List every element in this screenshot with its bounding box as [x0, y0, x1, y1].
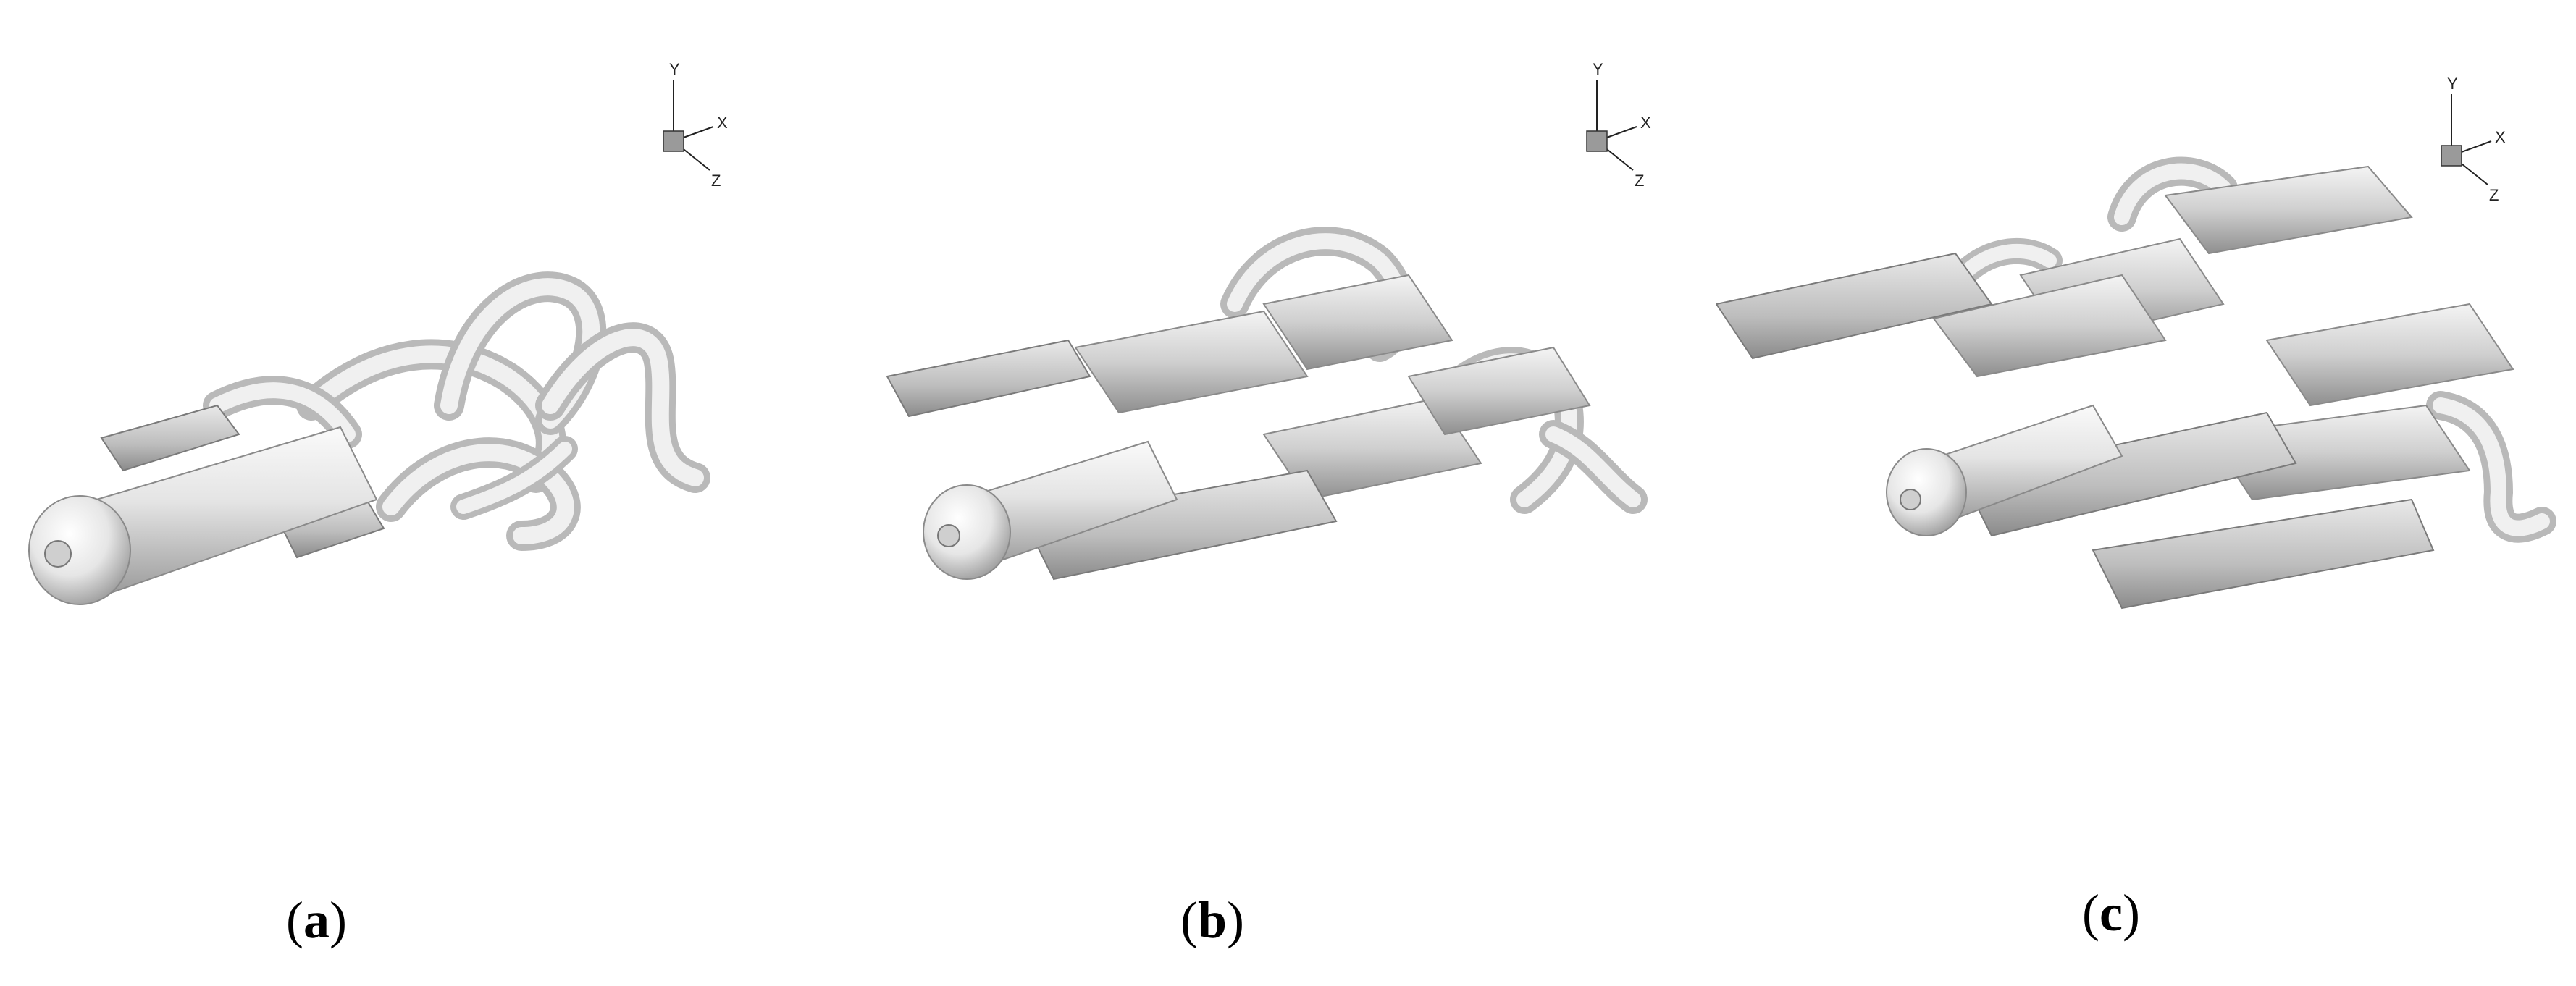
- axis-label-y: Y: [1593, 60, 1603, 78]
- caption-letter: c: [2099, 884, 2123, 942]
- caption-letter: a: [303, 891, 330, 949]
- panel-a: Y X Z (a): [0, 0, 858, 986]
- caption-c: (c): [2082, 887, 2140, 939]
- body-cylinder: [1886, 404, 2123, 536]
- vortex-isosurface-render-b: Y X Z: [886, 60, 1651, 581]
- panel-b: Y X Z (b): [858, 0, 1716, 986]
- caption-open-paren: (: [2082, 884, 2099, 942]
- vortex-isosurface-render-c: Y X Z: [1716, 75, 2556, 610]
- caption-close-paren: ): [2122, 884, 2140, 942]
- axis-label-x: X: [2495, 128, 2506, 146]
- panel-c: Y X Z (c): [1716, 0, 2575, 986]
- caption-letter: b: [1197, 891, 1228, 949]
- axis-label-x: X: [717, 114, 728, 132]
- axis-label-z: Z: [2489, 186, 2499, 204]
- axis-label-y: Y: [669, 60, 680, 78]
- axis-label-y: Y: [2447, 75, 2458, 93]
- axis-triad: Y X Z: [2441, 75, 2506, 204]
- caption-close-paren: ): [329, 891, 347, 949]
- vortex-isosurface-render-a: Y X Z: [28, 60, 728, 605]
- caption-close-paren: ): [1227, 891, 1245, 949]
- body-cylinder: [28, 426, 378, 605]
- axis-triad: Y X Z: [1586, 60, 1651, 190]
- vortex-tubes: [203, 271, 710, 551]
- axis-label-z: Z: [1635, 172, 1644, 190]
- caption-open-paren: (: [1180, 891, 1198, 949]
- fins: [1716, 252, 2435, 610]
- axis-label-z: Z: [711, 172, 721, 190]
- axis-label-x: X: [1640, 114, 1651, 132]
- caption-b: (b): [1180, 894, 1244, 946]
- axis-triad: Y X Z: [663, 60, 728, 190]
- caption-open-paren: (: [286, 891, 303, 949]
- caption-a: (a): [286, 894, 347, 946]
- vortex-tubes: [1950, 156, 2556, 543]
- vortex-sheets: [1074, 274, 1591, 501]
- body-cylinder: [923, 440, 1178, 580]
- fins: [886, 339, 1338, 581]
